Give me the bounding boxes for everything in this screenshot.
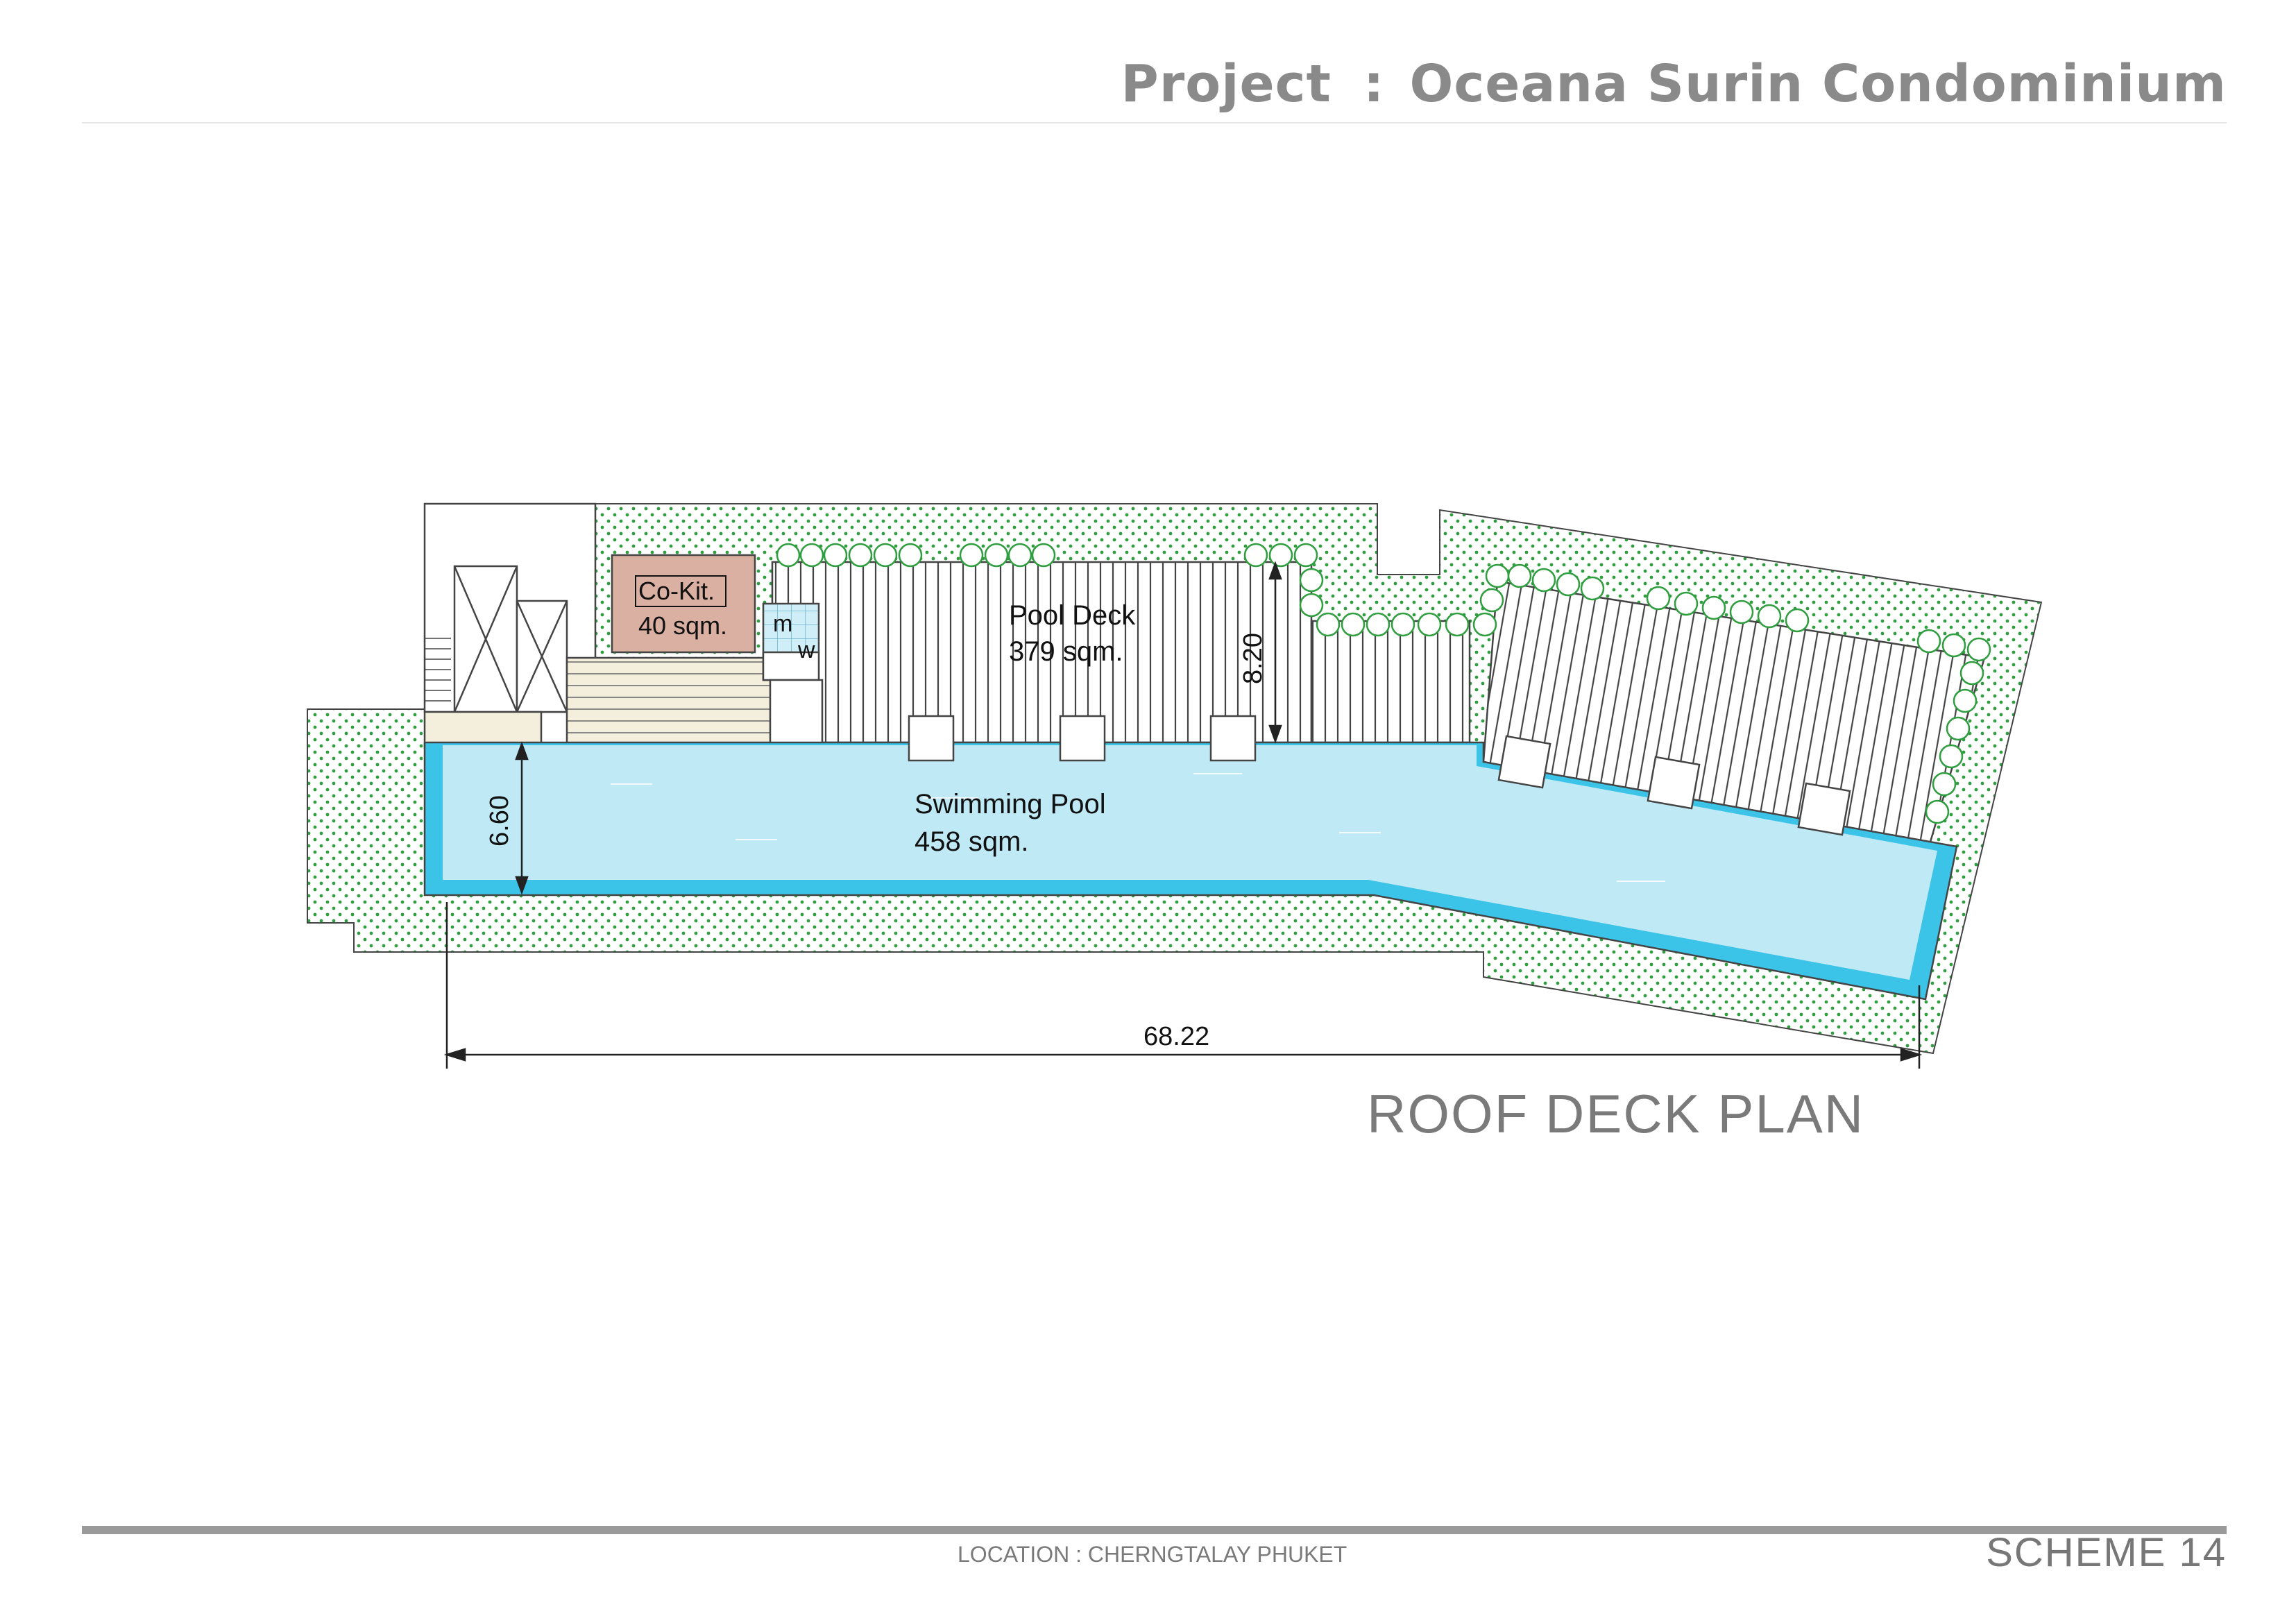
- pool-deck-name: Pool Deck: [1009, 600, 1136, 631]
- deck-steps: [566, 656, 774, 745]
- scheme-label: SCHEME 14: [1986, 1530, 2227, 1575]
- project-label: Project: [1121, 54, 1332, 114]
- plan-labels: Co-Kit. 40 sqm. m w Pool Deck 379 sqm. S…: [485, 575, 1268, 1051]
- project-separator: :: [1363, 54, 1385, 114]
- project-title: Project: Oceana Surin Condominium: [1121, 54, 2227, 114]
- wc-m-label: m: [773, 611, 792, 637]
- plan-title: ROOF DECK PLAN: [1367, 1083, 1865, 1144]
- location-label: LOCATION : CHERNGTALAY PHUKET: [958, 1542, 1347, 1567]
- co-kitchen-name: Co-Kit.: [638, 577, 715, 605]
- co-kitchen-name-box: [635, 575, 726, 607]
- dimension-lines: [443, 561, 1923, 1069]
- swimming-pool: [423, 741, 1958, 1001]
- wc-block: [762, 602, 824, 745]
- header-divider: [82, 122, 2227, 124]
- footer-divider: [82, 1526, 2227, 1534]
- pool-width-dimension: 6.60: [485, 795, 514, 847]
- overall-length-dimension: 68.22: [1143, 1022, 1209, 1051]
- planter-pots: [776, 543, 1991, 824]
- pool-loungers: [908, 715, 1851, 836]
- wc-w-label: w: [797, 637, 815, 663]
- deck-width-dimension: 8.20: [1239, 633, 1268, 684]
- project-name: Oceana Surin Condominium: [1409, 54, 2227, 114]
- pool-deck: [771, 561, 1986, 848]
- pool-name: Swimming Pool: [915, 789, 1106, 819]
- co-kitchen-area: 40 sqm.: [638, 611, 727, 640]
- pool-area: 458 sqm.: [915, 826, 1029, 857]
- pool-deck-area: 379 sqm.: [1009, 636, 1123, 667]
